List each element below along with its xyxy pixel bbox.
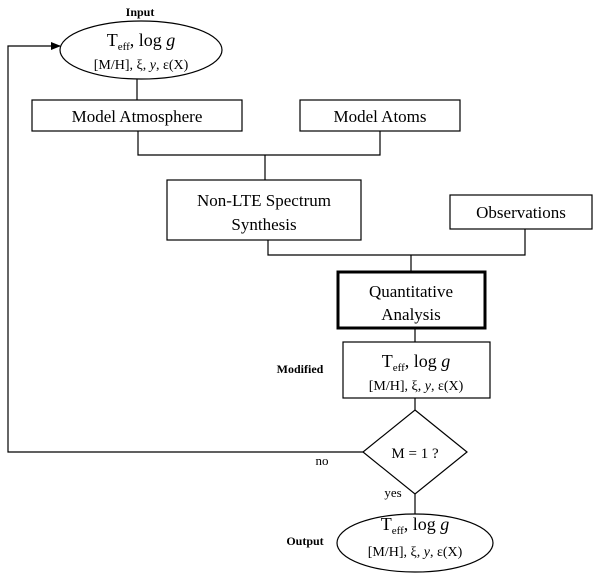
- decision-diamond: [362, 409, 468, 495]
- observations-box: [449, 194, 593, 230]
- connectors: [7, 42, 526, 514]
- decision-label: M = 1 ?: [391, 446, 439, 462]
- decision-node: M = 1 ? no yes: [316, 409, 468, 500]
- model-atmosphere-label: Model Atmosphere: [72, 107, 203, 126]
- observations-label: Observations: [476, 203, 566, 222]
- input-params: [M/H], ξ, y, ε(X): [94, 58, 189, 73]
- yes-label: yes: [384, 485, 401, 500]
- synthesis-node: Non-LTE Spectrum Synthesis: [166, 179, 362, 241]
- input-label: Input: [126, 5, 155, 19]
- input-node: Input Teff, log g [M/H], ξ, y, ε(X): [59, 5, 223, 80]
- synthesis-box: [166, 179, 362, 241]
- output-params: [M/H], ξ, y, ε(X): [368, 545, 463, 560]
- modified-box: [342, 341, 491, 399]
- no-label: no: [316, 453, 329, 468]
- observations-node: Observations: [449, 194, 593, 230]
- input-ellipse: [59, 20, 223, 80]
- output-ellipse: [336, 513, 494, 573]
- synthesis-label-line1: Non-LTE Spectrum: [197, 191, 331, 210]
- modified-node: Modified Teff, log g [M/H], ξ, y, ε(X): [277, 341, 491, 399]
- model-atoms-node: Model Atoms: [299, 99, 461, 132]
- modified-teff-logg: Teff, log g: [382, 351, 451, 374]
- connector-synthesis-observations-merge: [267, 229, 526, 256]
- connector-models-merge: [137, 131, 381, 156]
- feedback-loop-arrow: [7, 42, 364, 453]
- analysis-label-line1: Quantitative: [369, 282, 453, 301]
- model-atmosphere-node: Model Atmosphere: [31, 99, 243, 132]
- model-atoms-label: Model Atoms: [333, 107, 426, 126]
- output-teff-logg: Teff, log g: [381, 514, 450, 537]
- output-node: Output Teff, log g [M/H], ξ, y, ε(X): [286, 513, 494, 573]
- modified-label: Modified: [277, 362, 324, 376]
- synthesis-label-line2: Synthesis: [231, 215, 296, 234]
- analysis-box: [336, 270, 487, 330]
- model-atmosphere-box: [31, 99, 243, 132]
- output-label: Output: [286, 534, 323, 548]
- analysis-node: Quantitative Analysis: [336, 270, 487, 330]
- analysis-label-line2: Analysis: [381, 305, 441, 324]
- modified-params: [M/H], ξ, y, ε(X): [369, 379, 464, 394]
- model-atoms-box: [299, 99, 461, 132]
- input-teff-logg: Teff, log g: [107, 30, 176, 53]
